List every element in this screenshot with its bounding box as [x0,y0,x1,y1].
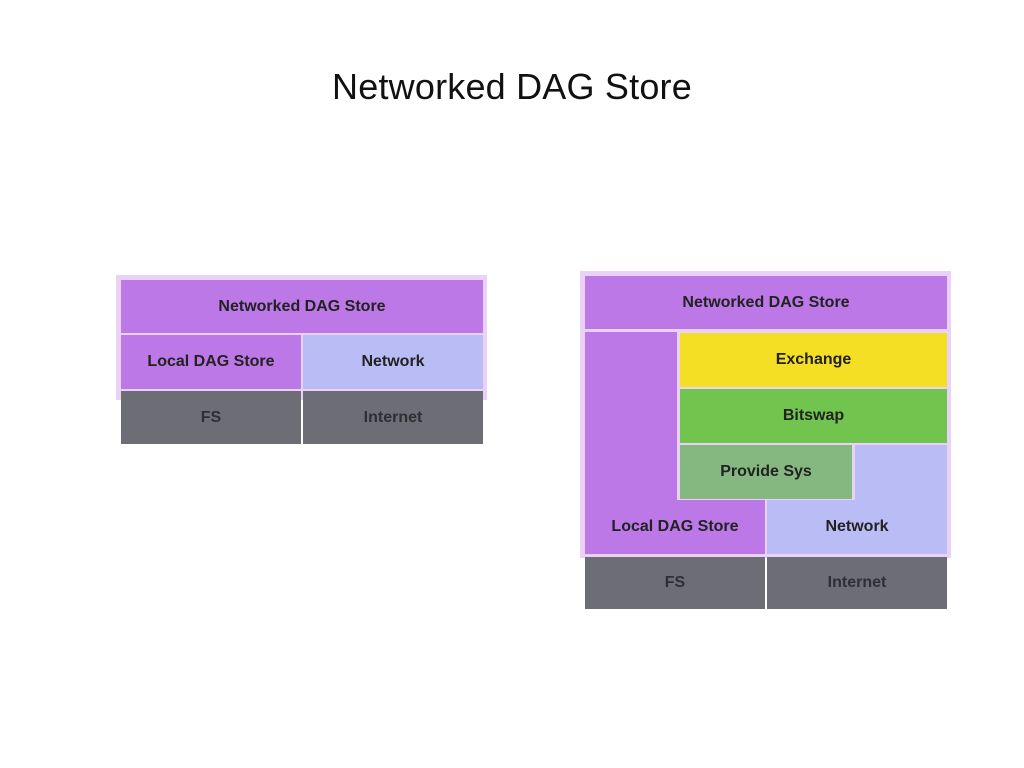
left-local-dag-store-label: Local DAG Store [147,353,275,370]
slide-title: Networked DAG Store [332,66,692,107]
right-network-block: Network [767,500,947,554]
right-provide-sys-label: Provide Sys [720,463,812,480]
right-provide-sys-block: Provide Sys [680,445,852,499]
left-networked-dag-store-block: Networked DAG Store [121,280,483,333]
right-exchange-label: Exchange [775,351,852,368]
left-fs-block: FS [121,391,301,444]
right-exchange-block: Exchange [680,333,947,387]
right-network-upper-block [855,445,947,501]
right-fs-block: FS [585,557,765,609]
left-local-dag-store-block: Local DAG Store [121,335,301,389]
left-network-block: Network [303,335,483,389]
left-networked-dag-store-label: Networked DAG Store [218,297,386,315]
left-internet-block: Internet [303,391,483,444]
right-networked-dag-store-label: Networked DAG Store [682,293,850,311]
right-bitswap-label: Bitswap [782,407,845,424]
left-network-label: Network [361,353,425,370]
right-local-dag-store-label: Local DAG Store [611,518,739,535]
right-network-label: Network [825,518,889,535]
right-internet-label: Internet [827,574,887,591]
left-internet-label: Internet [363,408,423,426]
right-internet-block: Internet [767,557,947,609]
right-networked-dag-store-block: Networked DAG Store [585,276,947,329]
right-fs-label: FS [664,574,686,591]
left-fs-label: FS [200,408,222,426]
right-bitswap-block: Bitswap [680,389,947,443]
right-local-dag-store-block: Local DAG Store [585,500,765,554]
right-local-dag-store-column [585,332,677,500]
